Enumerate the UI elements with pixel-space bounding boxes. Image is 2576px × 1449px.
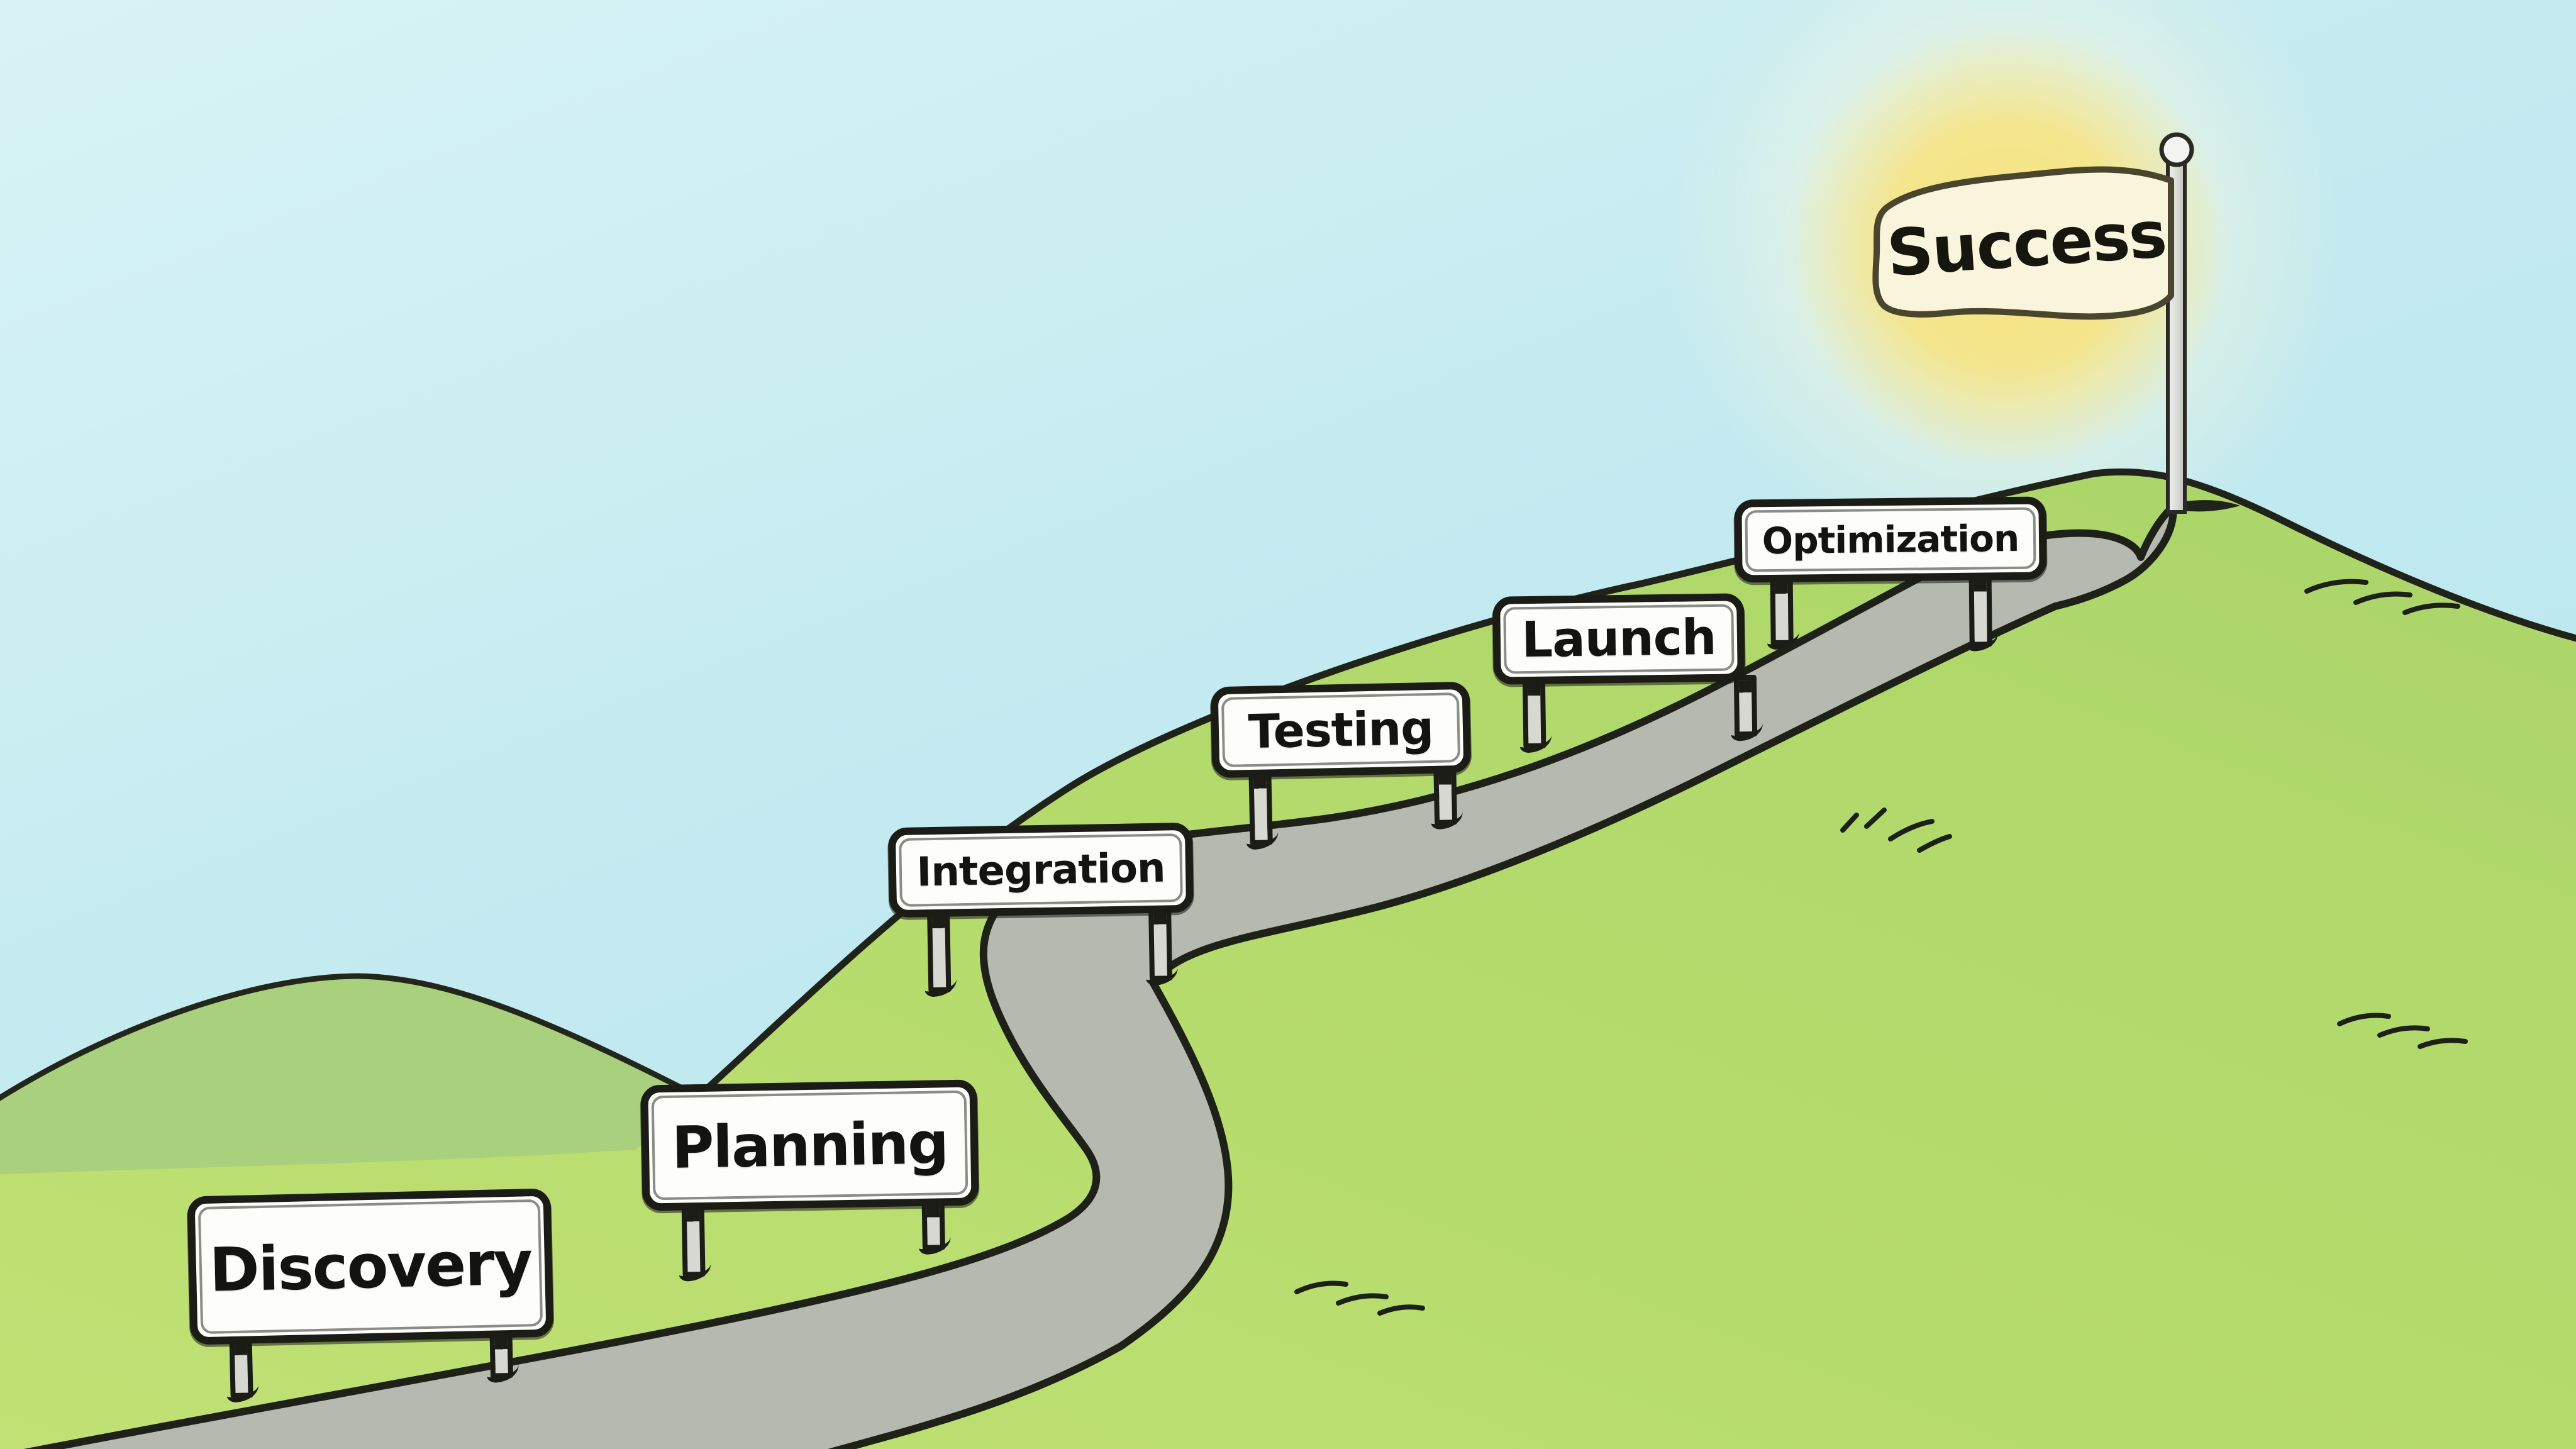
milestone-label-testing: Testing (1247, 701, 1435, 759)
grass-tufts (1294, 579, 2468, 1316)
milestone-label-optimization: Optimization (1762, 516, 2019, 563)
sign-panel: Integration (887, 822, 1194, 918)
flag-label: Success (1884, 197, 2168, 291)
milestone-label-discovery: Discovery (208, 1228, 533, 1306)
sign-panel: Launch (1492, 593, 1745, 685)
sign-launch: Launch (1492, 593, 1758, 749)
sign-discovery: Discovery (187, 1188, 554, 1399)
flag-banner (1872, 166, 2174, 320)
sign-panel: Discovery (187, 1188, 554, 1345)
milestone-label-integration: Integration (916, 845, 1166, 896)
sign-post-right (1148, 906, 1173, 982)
sign-panel: Planning (640, 1079, 979, 1211)
sign-post-left (681, 1203, 706, 1277)
sign-post-left (1522, 677, 1546, 749)
sign-testing: Testing (1210, 681, 1472, 846)
flag-pole-ball (2159, 132, 2194, 167)
sign-post-right (489, 1331, 514, 1379)
sign-integration: Integration (887, 822, 1194, 993)
sign-post-right (1968, 574, 1992, 647)
sign-post-right (1733, 674, 1758, 737)
sign-panel: Testing (1210, 681, 1472, 779)
milestone-label-planning: Planning (671, 1109, 948, 1182)
sign-post-left (1770, 575, 1794, 646)
sign-planning: Planning (640, 1079, 979, 1277)
sign-post-left (927, 910, 952, 993)
sign-post-left (1248, 770, 1273, 846)
milestone-label-launch: Launch (1521, 609, 1717, 669)
pole-base-shadow (2182, 500, 2240, 512)
sign-post-right (1433, 767, 1458, 825)
sign-post-left (229, 1337, 253, 1399)
back-hill-outline (0, 973, 809, 1157)
flag-pole (2166, 160, 2187, 514)
sign-post-right (921, 1199, 945, 1250)
sign-panel: Optimization (1734, 496, 2047, 583)
main-hill (0, 472, 2576, 1449)
sign-optimization: Optimization (1734, 496, 2047, 647)
